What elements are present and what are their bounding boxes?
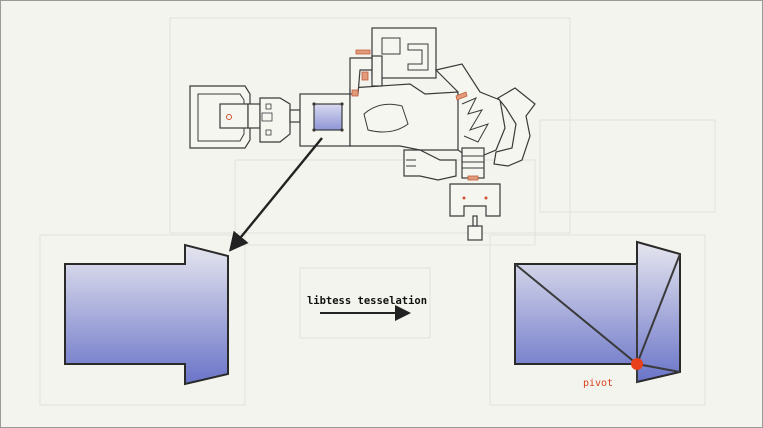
map-bottom-room [449, 183, 501, 217]
map-zigzag-area [434, 63, 506, 161]
level-map [189, 27, 536, 241]
map-highlight-polygon [313, 103, 343, 131]
background-panels [39, 17, 716, 406]
pivot-label: pivot [583, 378, 613, 389]
tesselated-polygon [514, 240, 681, 384]
map-central-hall [349, 83, 461, 151]
original-polygon [64, 243, 229, 386]
zoom-arrow [228, 137, 323, 252]
pivot-point [631, 358, 643, 370]
tesselation-label: libtess tesselation [307, 295, 427, 307]
map-room-two [259, 97, 291, 143]
